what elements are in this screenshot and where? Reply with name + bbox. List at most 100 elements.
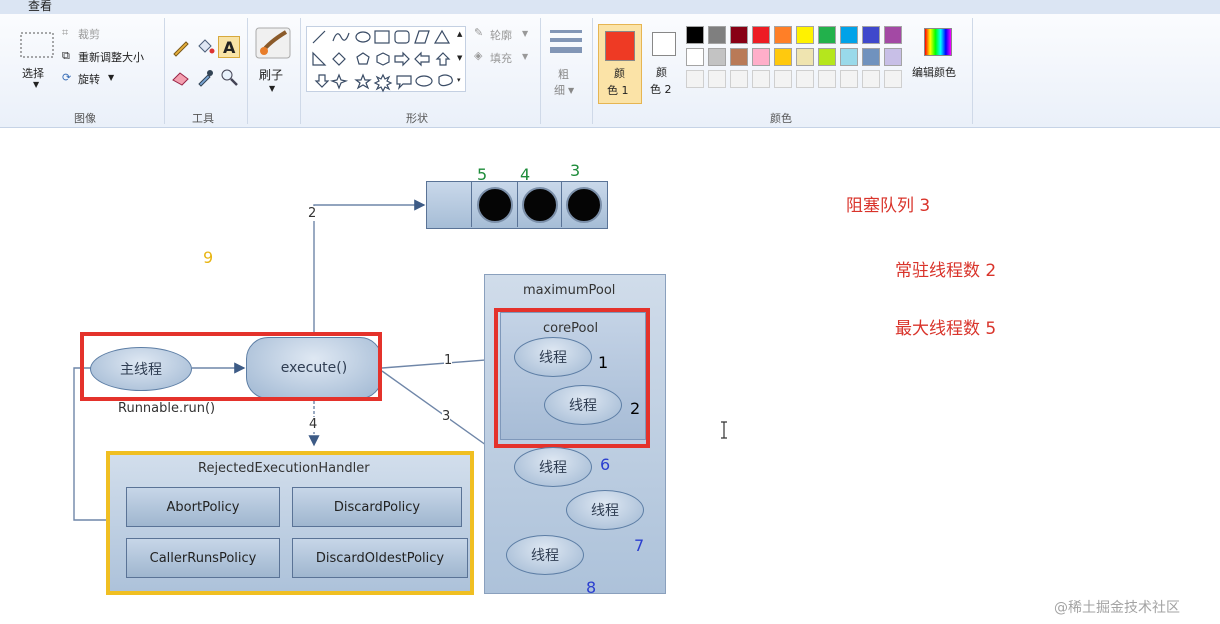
outline-button[interactable]: ✎ 轮廓 ▼ (474, 26, 534, 44)
color1-label-bottom: 色 1 (607, 84, 629, 97)
shapes-gallery[interactable] (306, 26, 466, 93)
fill-button[interactable]: ◈ 填充 ▼ (474, 49, 534, 67)
text-a-icon: A (223, 38, 236, 57)
palette-swatch-empty[interactable] (818, 70, 836, 88)
magnifier-icon (221, 69, 238, 86)
palette-swatch[interactable] (862, 48, 880, 66)
line-size-icon (550, 30, 582, 53)
discard-oldest-policy: DiscardOldestPolicy (292, 538, 468, 578)
fill-label: 填充 (490, 52, 512, 65)
brush-button[interactable]: 刷子 ▼ (252, 24, 296, 108)
rotate-button[interactable]: ⟳ 旋转 ▼ (62, 70, 132, 88)
palette-swatch-empty[interactable] (686, 70, 704, 88)
discard-policy: DiscardPolicy (292, 487, 462, 527)
crop-button[interactable]: ⌗ 裁剪 (62, 25, 142, 43)
divider (300, 18, 301, 124)
palette-swatch[interactable] (796, 26, 814, 44)
palette-swatch[interactable] (840, 48, 858, 66)
palette-swatch[interactable] (752, 26, 770, 44)
palette-swatch[interactable] (862, 26, 880, 44)
edit-colors-button[interactable]: 编辑颜色 (912, 24, 968, 104)
crop-label: 裁剪 (78, 28, 100, 41)
palette-swatch-empty[interactable] (884, 70, 902, 88)
crop-icon: ⌗ (62, 26, 69, 39)
size-button[interactable]: 粗 细 ▼ (546, 24, 586, 108)
divider (164, 18, 165, 124)
palette-swatch-empty[interactable] (774, 70, 792, 88)
eraser-tool[interactable] (170, 66, 192, 88)
edit-colors-label: 编辑颜色 (912, 66, 956, 79)
thread-node: 线程 (506, 535, 584, 575)
note-blocking-queue: 阻塞队列 3 (846, 196, 931, 216)
chevron-down-icon: ▼ (568, 86, 575, 95)
image-group-label: 图像 (74, 112, 96, 125)
palette-swatch[interactable] (818, 48, 836, 66)
color2-label-top: 颜 (656, 66, 667, 79)
shapes-icon-grid (312, 29, 453, 93)
palette-swatch[interactable] (708, 26, 726, 44)
chevron-down-icon: ▼ (269, 84, 276, 93)
arrow-label-4: 4 (309, 417, 318, 432)
palette-swatch[interactable] (752, 48, 770, 66)
tools-grid: A (170, 36, 242, 92)
color1-label-top: 颜 (614, 67, 625, 80)
watermark: @稀土掘金技术社区 (1054, 600, 1180, 616)
palette-swatch[interactable] (708, 48, 726, 66)
color-picker-tool[interactable] (194, 66, 216, 88)
palette-swatch[interactable] (774, 48, 792, 66)
palette-swatch[interactable] (730, 26, 748, 44)
chevron-down-icon: ▼ (108, 73, 115, 82)
note-core-threads: 常驻线程数 2 (895, 261, 997, 281)
palette-swatch[interactable] (840, 26, 858, 44)
palette-swatch[interactable] (884, 48, 902, 66)
palette-swatch-empty[interactable] (840, 70, 858, 88)
palette-swatch[interactable] (884, 26, 902, 44)
select-button[interactable]: 选择 ▼ (12, 28, 60, 108)
fill-tool[interactable] (194, 36, 216, 58)
core-pool-title: corePool (543, 321, 599, 336)
color2-swatch (652, 32, 676, 56)
palette-swatch[interactable] (686, 48, 704, 66)
palette-swatch-empty[interactable] (796, 70, 814, 88)
palette-swatch-empty[interactable] (730, 70, 748, 88)
text-tool[interactable]: A (218, 36, 240, 58)
tab-view[interactable]: 查看 (28, 0, 53, 13)
shapes-scroll[interactable]: ▲ ▼ ▾ (456, 26, 466, 92)
rejected-execution-handler: RejectedExecutionHandler AbortPolicy Dis… (106, 451, 474, 595)
palette-swatch-empty[interactable] (708, 70, 726, 88)
resize-button[interactable]: ⧉ 重新调整大小 (62, 48, 158, 66)
queue-task-dot (566, 187, 602, 223)
resize-label: 重新调整大小 (78, 51, 144, 64)
queue-number: 3 (570, 161, 581, 180)
palette-swatch[interactable] (686, 26, 704, 44)
thread-node: 线程 (514, 337, 592, 377)
color2-button[interactable]: 颜 色 2 (644, 24, 684, 104)
pencil-icon (173, 41, 189, 57)
color1-button[interactable]: 颜 色 1 (598, 24, 642, 104)
magnifier-tool[interactable] (218, 66, 240, 88)
palette-swatch[interactable] (730, 48, 748, 66)
brush-icon (255, 27, 291, 59)
thread-node: 线程 (514, 447, 592, 487)
palette-swatch[interactable] (774, 26, 792, 44)
pencil-tool[interactable] (170, 36, 192, 58)
text-cursor-icon (721, 421, 727, 439)
rotate-icon: ⟳ (62, 71, 72, 84)
divider (540, 18, 541, 124)
paint-canvas[interactable]: 5 4 3 2 1 3 4 9 主线程 execute() Runnable.r… (0, 129, 1220, 624)
palette-swatch[interactable] (796, 48, 814, 66)
queue-number: 4 (520, 165, 531, 184)
chevron-down-icon: ▼ (522, 29, 529, 38)
arrow-label-2: 2 (308, 206, 317, 221)
divider (972, 18, 973, 124)
colors-group-label: 颜色 (770, 112, 792, 125)
arrow-label-3: 3 (442, 409, 451, 424)
palette-swatch[interactable] (818, 26, 836, 44)
chevron-down-icon: ▼ (33, 80, 40, 89)
thread-number-1: 1 (598, 353, 609, 372)
tools-group-label: 工具 (192, 112, 214, 125)
palette-swatch-empty[interactable] (862, 70, 880, 88)
palette-swatch-empty[interactable] (752, 70, 770, 88)
thread-number-7: 7 (634, 536, 645, 555)
execute-node: execute() (246, 337, 382, 399)
